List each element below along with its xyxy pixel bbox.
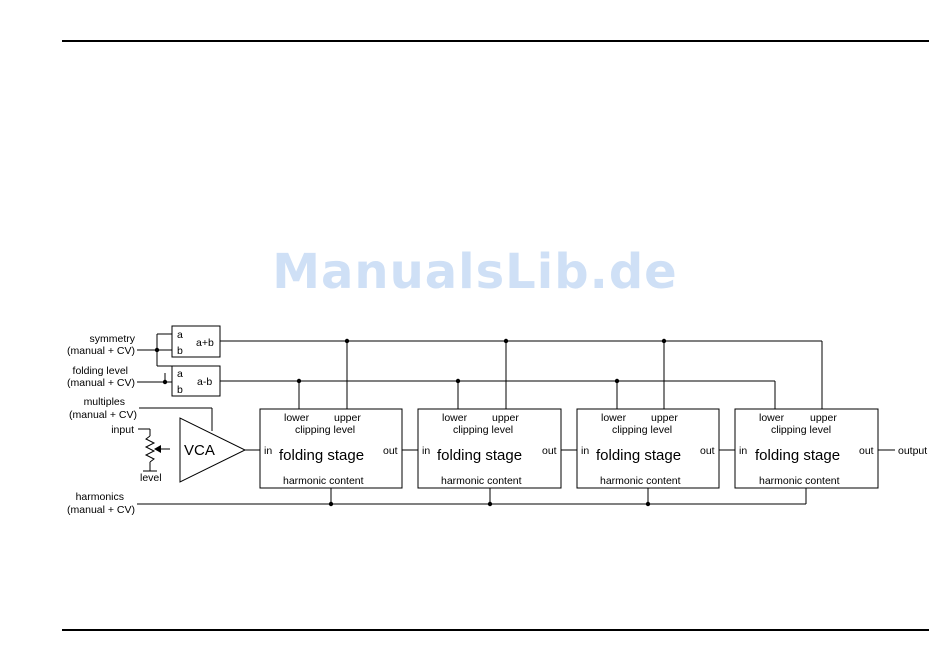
multiples-sublabel: (manual + CV) — [69, 409, 137, 421]
top-rule — [62, 40, 929, 42]
mixer-sum-input-a: a — [177, 329, 183, 341]
folding-stage-3: lower upper clipping level in out foldin… — [576, 408, 720, 489]
stage-lower-label: lower — [442, 412, 468, 424]
mixer-diff-input-a: a — [177, 368, 183, 380]
stage-harmonic-label: harmonic content — [441, 475, 522, 487]
stage-upper-label: upper — [651, 412, 678, 424]
symmetry-sublabel: (manual + CV) — [67, 345, 135, 357]
input-label: input — [111, 424, 134, 436]
mixer-sum: a b a+b — [171, 325, 221, 358]
stage-title: folding stage — [279, 447, 364, 464]
stage-harmonic-label: harmonic content — [283, 475, 364, 487]
folding-stage-2: lower upper clipping level in out foldin… — [417, 408, 562, 489]
stage-in-label: in — [581, 445, 589, 457]
folding-stage-1: lower upper clipping level in out foldin… — [259, 408, 403, 489]
stage-out-label: out — [859, 445, 874, 457]
watermark: ManualsLib.de — [272, 244, 678, 300]
diagram-wires — [137, 333, 895, 505]
junction-dots — [154, 338, 667, 507]
stage-out-label: out — [700, 445, 715, 457]
stage-upper-label: upper — [810, 412, 837, 424]
stage-clipping-label: clipping level — [771, 424, 831, 436]
mixer-diff-input-b: b — [177, 384, 183, 396]
stage-upper-label: upper — [334, 412, 361, 424]
vca-label: VCA — [184, 442, 215, 459]
stage-harmonic-label: harmonic content — [600, 475, 681, 487]
stage-title: folding stage — [437, 447, 522, 464]
level-pot-arrow-icon — [154, 445, 161, 453]
mixer-diff-output: a-b — [197, 376, 212, 388]
stage-lower-label: lower — [601, 412, 627, 424]
output-label: output — [898, 445, 927, 457]
level-label: level — [140, 472, 162, 484]
multiples-label: multiples — [84, 396, 125, 408]
folding-stage-4: lower upper clipping level in out foldin… — [734, 408, 879, 489]
folding-level-sublabel: (manual + CV) — [67, 377, 135, 389]
symmetry-label: symmetry — [90, 333, 136, 345]
harmonics-sublabel: (manual + CV) — [67, 504, 135, 516]
stage-in-label: in — [264, 445, 272, 457]
stage-title: folding stage — [755, 447, 840, 464]
harmonics-label: harmonics — [76, 491, 124, 503]
stage-in-label: in — [422, 445, 430, 457]
folding-level-label: folding level — [73, 365, 128, 377]
stage-lower-label: lower — [284, 412, 310, 424]
stage-harmonic-label: harmonic content — [759, 475, 840, 487]
mixer-diff: a b a-b — [171, 365, 221, 397]
stage-out-label: out — [383, 445, 398, 457]
stage-clipping-label: clipping level — [612, 424, 672, 436]
stage-out-label: out — [542, 445, 557, 457]
stage-upper-label: upper — [492, 412, 519, 424]
stage-title: folding stage — [596, 447, 681, 464]
mixer-sum-output: a+b — [196, 337, 214, 349]
input-labels: symmetry (manual + CV) folding level (ma… — [67, 333, 927, 516]
bottom-rule — [62, 629, 929, 631]
vca-block: VCA — [179, 417, 247, 483]
mixer-sum-input-b: b — [177, 345, 183, 357]
stage-clipping-label: clipping level — [453, 424, 513, 436]
stage-in-label: in — [739, 445, 747, 457]
stage-clipping-label: clipping level — [295, 424, 355, 436]
stage-lower-label: lower — [759, 412, 785, 424]
